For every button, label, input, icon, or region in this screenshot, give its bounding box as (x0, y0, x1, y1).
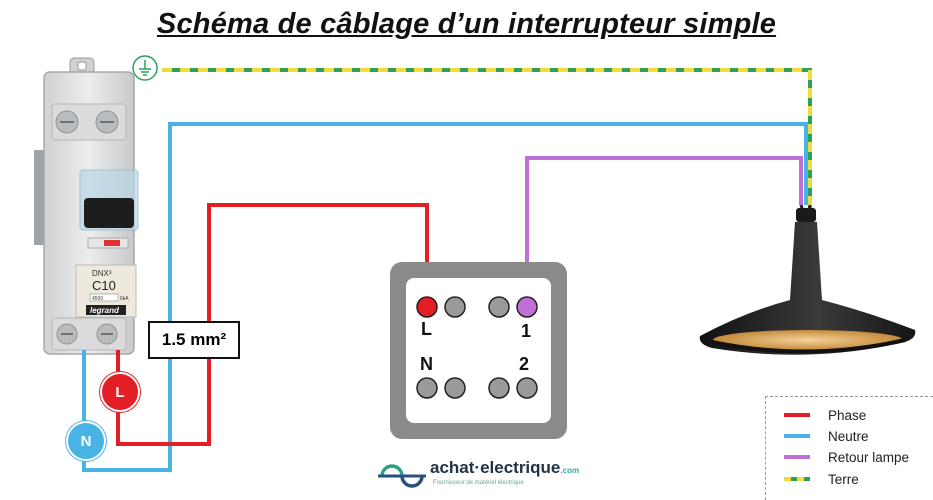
terminal-1-screw (488, 296, 510, 318)
achat-electrique-logo-icon (378, 464, 426, 488)
breaker-rating-badge: 4500 (92, 296, 103, 302)
earth-ground-icon (132, 55, 158, 81)
badge-neutre-n: N (66, 421, 106, 461)
legend-swatch-phase (784, 413, 810, 417)
simple-switch (390, 262, 567, 439)
circuit-breaker: DNX³ C10 4500 6kA legrand (34, 57, 139, 355)
breaker-toggle (84, 198, 134, 228)
brand-name-main: achat·electrique (430, 458, 561, 477)
terminal-2 (516, 377, 538, 399)
terminal-1 (516, 296, 538, 318)
breaker-brand: legrand (90, 306, 120, 315)
switch-label-l: L (421, 319, 432, 339)
legend-label-phase: Phase (828, 407, 867, 423)
legend-item-neutre: Neutre (784, 428, 869, 444)
legend: Phase Neutre Retour lampe Terre (765, 396, 933, 500)
switch-label-1: 1 (521, 321, 532, 341)
wire-retour-lampe (525, 156, 803, 307)
switch-label-n: N (420, 354, 433, 374)
wire-terre-stripes (162, 68, 812, 212)
legend-label-neutre: Neutre (828, 428, 869, 444)
brand-name-suffix: .com (560, 466, 580, 475)
wire-terre-base (162, 68, 812, 212)
legend-item-phase: Phase (784, 407, 866, 423)
legend-swatch-retour (784, 455, 810, 459)
breaker-current-badge: 6kA (120, 296, 129, 302)
legend-swatch-terre (784, 477, 810, 481)
terminal-n-screw (444, 377, 466, 399)
pendant-lamp (699, 204, 916, 355)
legend-item-retour-lampe: Retour lampe (784, 449, 909, 465)
wire-section-label: 1.5 mm² (148, 321, 240, 359)
terminal-n (416, 377, 438, 399)
legend-label-terre: Terre (828, 471, 859, 487)
brand-tagline: Fournisseur de matériel électrique (433, 480, 524, 486)
legend-label-retour-lampe: Retour lampe (828, 449, 910, 465)
legend-item-terre: Terre (784, 471, 859, 487)
terminal-l (416, 296, 438, 318)
switch-label-2: 2 (519, 354, 530, 374)
breaker-model: DNX³ (92, 269, 112, 278)
breaker-rating: C10 (92, 278, 116, 293)
page-title: Schéma de câblage d’un interrupteur simp… (156, 8, 777, 40)
badge-phase-l: L (100, 372, 140, 412)
legend-swatch-neutre (784, 434, 810, 438)
terminal-2-screw (488, 377, 510, 399)
terminal-l-screw (444, 296, 466, 318)
brand-name: achat·electrique.com (430, 458, 579, 478)
